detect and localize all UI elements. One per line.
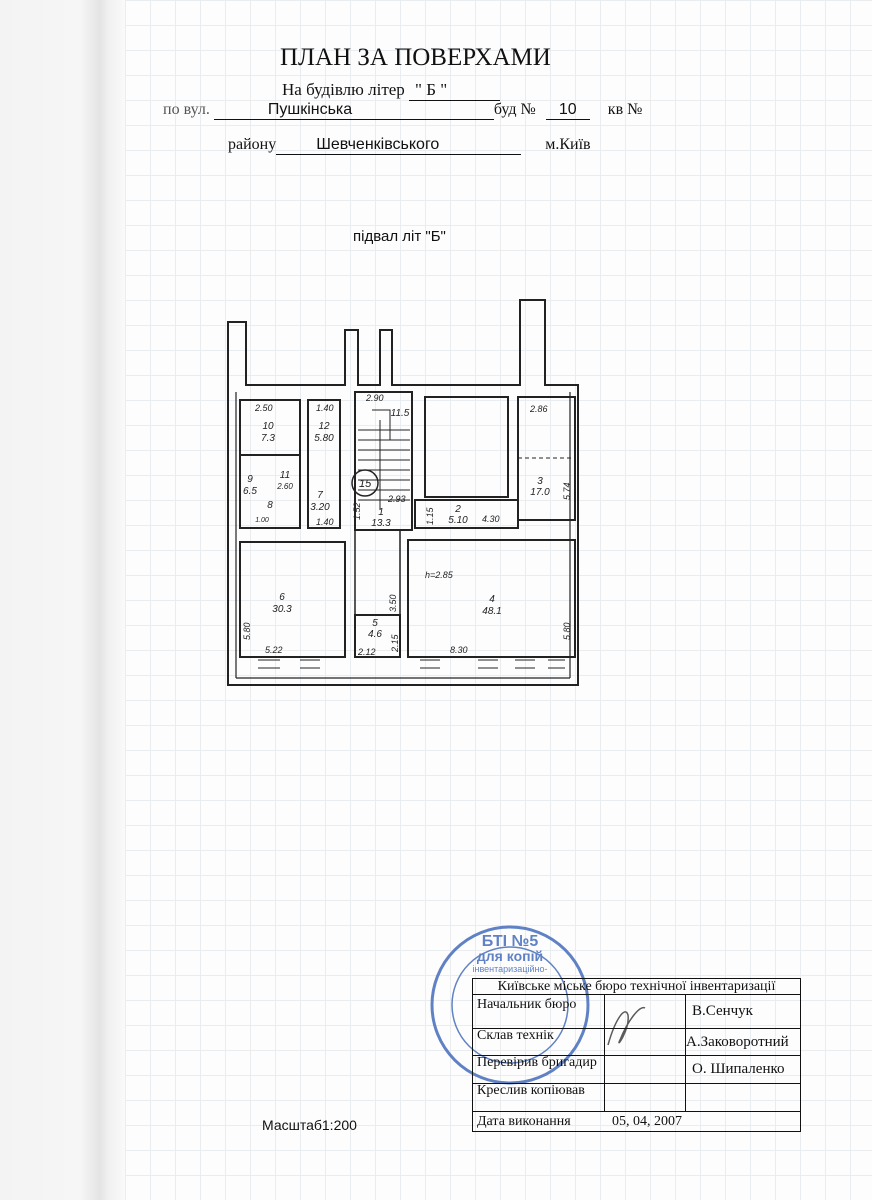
stamp-text: БТІ №5: [482, 933, 539, 950]
svg-text:17.0: 17.0: [530, 487, 550, 498]
street-label: по вул.: [163, 101, 210, 118]
svg-text:6.5: 6.5: [243, 486, 257, 497]
svg-text:9: 9: [247, 474, 253, 485]
room-12: [307, 399, 341, 529]
dim-label: 4.30: [482, 514, 500, 524]
stamp-text: для копій: [477, 948, 543, 964]
dim-label: 1.52: [352, 502, 362, 520]
svg-text:4: 4: [489, 594, 495, 605]
dim-label: 5.80: [242, 622, 252, 640]
date-value: 05, 04, 2007: [612, 1113, 682, 1129]
corridor: [354, 530, 401, 657]
stairs: [358, 409, 410, 510]
svg-text:5.10: 5.10: [448, 515, 468, 526]
dim-label: 1.15: [425, 506, 435, 525]
role: Перевірив бригадир: [473, 1056, 605, 1083]
svg-text:11.5: 11.5: [391, 408, 410, 419]
dim-label: 2.90: [365, 393, 384, 403]
dim-label: 1.40: [316, 517, 334, 527]
svg-text:4.6: 4.6: [368, 629, 382, 640]
svg-text:7.3: 7.3: [261, 433, 275, 444]
svg-text:1: 1: [378, 507, 384, 518]
dim-label: 2.86: [529, 404, 548, 414]
svg-text:5: 5: [372, 618, 378, 629]
svg-text:2: 2: [454, 504, 461, 515]
svg-text:30.3: 30.3: [272, 604, 292, 615]
svg-text:48.1: 48.1: [482, 606, 501, 617]
city: м.Київ: [545, 136, 591, 153]
room-2: [414, 499, 519, 529]
signature: [607, 1006, 646, 1046]
signoff-table: Київське міське бюро технічної інвентари…: [472, 978, 801, 1132]
dim-label: 5.80: [562, 622, 572, 640]
svg-text:6: 6: [279, 592, 285, 603]
stair-label: 15: [359, 478, 372, 490]
district-value: Шевченківського: [276, 136, 522, 155]
svg-text:11: 11: [280, 470, 290, 481]
role: Склав технік: [473, 1029, 605, 1055]
plan-subtitle: підвал літ "Б": [353, 228, 446, 245]
svg-text:10: 10: [262, 421, 274, 432]
svg-text:5.80: 5.80: [314, 433, 334, 444]
room-6: [239, 541, 346, 658]
stair-room: [354, 391, 413, 531]
street-value: Пушкінська: [213, 101, 494, 120]
windows: [258, 659, 565, 669]
svg-text:3: 3: [537, 476, 543, 487]
room-4: [407, 539, 576, 658]
dim-label: 8.30: [450, 645, 468, 655]
room-9: [239, 454, 301, 529]
outer-wall: [227, 299, 579, 686]
role: Креслив копіював: [473, 1084, 605, 1111]
dim-label: 2.12: [357, 647, 376, 657]
light-well: [424, 396, 509, 498]
page-title: ПЛАН ЗА ПОВЕРХАМИ: [280, 44, 551, 71]
dim-label: 2.50: [254, 403, 273, 413]
dim-label: 3.50: [388, 594, 398, 612]
paper-edge-shadow: [0, 0, 125, 1200]
dim-label: 2.15: [390, 633, 400, 653]
signer-name: А.Заковоротний: [686, 1033, 789, 1050]
svg-text:3.20: 3.20: [310, 502, 330, 513]
org-name: Київське міське бюро технічної інвентари…: [497, 979, 776, 994]
house-number: 10: [545, 101, 590, 120]
room-labels: 113.3 25.10 317.0 448.1 54.6 630.3 73.20…: [243, 408, 550, 640]
signer-name: В.Сенчук: [692, 1003, 753, 1019]
height-note: h=2.85: [425, 570, 454, 580]
dim-label: 5.74: [562, 482, 572, 500]
building-line: На будівлю літер " Б ": [282, 80, 501, 101]
stamp-text: інвентаризаційно-: [473, 964, 548, 974]
dim-label: 5.22: [265, 645, 283, 655]
role: Начальник бюро: [473, 995, 605, 1028]
svg-text:1.00: 1.00: [255, 517, 269, 524]
dim-label: 2.93: [387, 494, 406, 504]
building-letter: " Б ": [409, 80, 501, 101]
date-label: Дата виконання: [477, 1113, 571, 1129]
signer-name: О. Шипаленко: [692, 1061, 785, 1077]
svg-text:8: 8: [267, 500, 273, 511]
graph-paper-grid: [125, 0, 872, 1200]
house-label: буд №: [493, 101, 536, 118]
svg-text:12: 12: [318, 421, 330, 432]
svg-text:7: 7: [317, 490, 323, 501]
apartment-label: кв №: [607, 101, 643, 118]
signer-name: [686, 1084, 800, 1111]
svg-text:2.60: 2.60: [276, 482, 293, 491]
scale-label: Масштаб1:200: [262, 1117, 357, 1133]
dim-label: 1.40: [316, 403, 334, 413]
svg-text:13.3: 13.3: [371, 518, 391, 529]
district-label: району: [228, 136, 277, 153]
building-label: На будівлю літер: [282, 80, 405, 99]
